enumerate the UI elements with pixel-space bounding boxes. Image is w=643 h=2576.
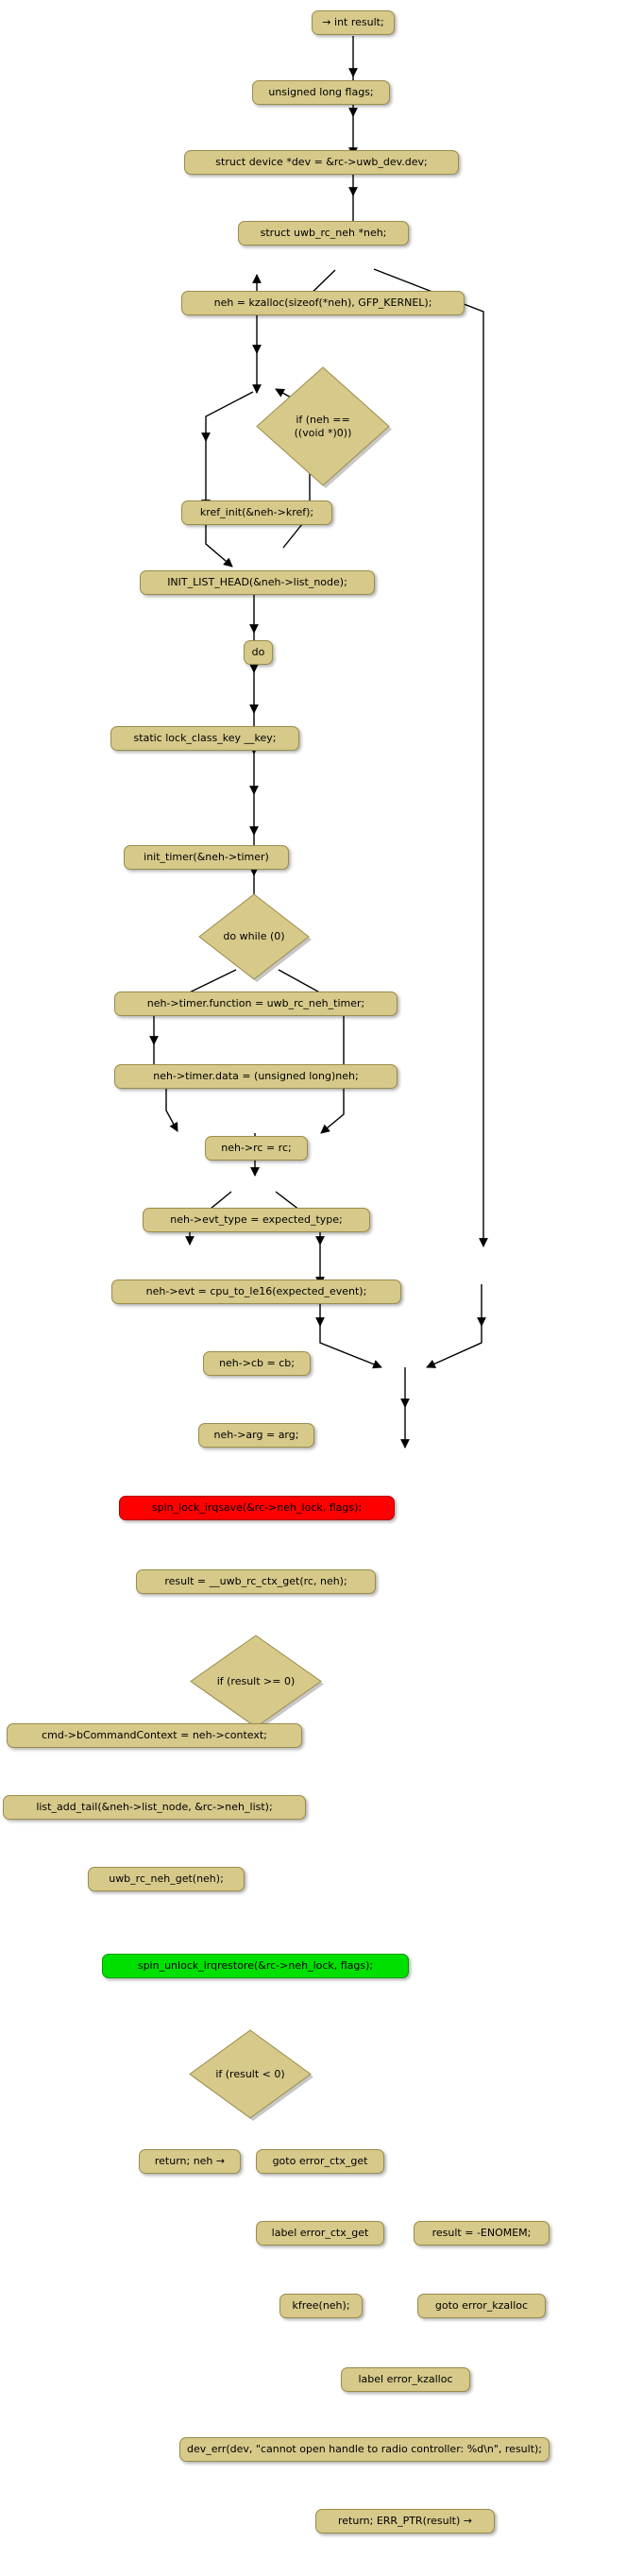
node-label: struct device *dev = &rc->uwb_dev.dev; (215, 155, 428, 168)
diamond-shape (190, 1635, 324, 1730)
node-label: INIT_LIST_HEAD(&neh->list_node); (167, 575, 347, 588)
node-label: neh->timer.function = uwb_rc_neh_timer; (146, 996, 365, 1009)
node-label: do while (0) (223, 930, 285, 943)
flowchart-node-n-tfunc[interactable]: neh->timer.function = uwb_rc_neh_timer; (114, 991, 398, 1016)
node-label: spin_lock_irqsave(&rc->neh_lock, flags); (151, 1500, 363, 1514)
flowchart-node-n-gotokz[interactable]: goto error_kzalloc (417, 2294, 546, 2318)
flowchart-node-n-inittimer[interactable]: init_timer(&neh->timer) (124, 845, 289, 870)
flowchart-node-n-kref[interactable]: kref_init(&neh->kref); (181, 500, 332, 525)
diamond-shape (198, 893, 312, 982)
flowchart-node-n-start[interactable]: → int result; (312, 10, 395, 35)
node-label: static lock_class_key __key; (133, 731, 277, 744)
flowchart-node-n-nehget[interactable]: uwb_rc_neh_get(neh); (88, 1867, 245, 1891)
flowchart-node-n-spinunlock[interactable]: spin_unlock_irqrestore(&rc->neh_lock, fl… (102, 1954, 409, 1978)
flowchart-node-n-kzalloc[interactable]: neh = kzalloc(sizeof(*neh), GFP_KERNEL); (181, 291, 465, 315)
flowchart-node-n-flags[interactable]: unsigned long flags; (252, 80, 390, 105)
diamond-shape (256, 366, 392, 488)
node-label: struct uwb_rc_neh *neh; (260, 226, 387, 239)
flowchart-node-n-rc[interactable]: neh->rc = rc; (205, 1136, 308, 1161)
node-label: neh->rc = rc; (221, 1141, 292, 1154)
node-label: neh->evt = cpu_to_le16(expected_event); (145, 1284, 367, 1297)
node-label: → int result; (322, 15, 384, 28)
node-label: cmd->bCommandContext = neh->context; (42, 1728, 267, 1741)
flowchart-node-n-dev[interactable]: struct device *dev = &rc->uwb_dev.dev; (184, 150, 459, 175)
edge-ifresultge-false-to-spinunlock (278, 969, 345, 1134)
node-label: neh = kzalloc(sizeof(*neh), GFP_KERNEL); (213, 296, 432, 309)
node-label: goto error_kzalloc (434, 2298, 529, 2312)
edge-gotokzalloc-to-labelkzalloc (426, 1325, 482, 1368)
node-label: do (251, 645, 265, 658)
node-label: uwb_rc_neh_get(neh); (109, 1872, 224, 1885)
flowchart-node-n-enomem[interactable]: result = -ENOMEM; (414, 2221, 550, 2246)
flowchart-node-d-dowhile[interactable]: do while (0) (195, 891, 313, 982)
flowchart-node-n-labelctx[interactable]: label error_ctx_get (256, 2221, 384, 2246)
flowchart-node-n-ctxget[interactable]: result = __uwb_rc_ctx_get(rc, neh); (136, 1569, 376, 1594)
node-label: label error_kzalloc (358, 2372, 453, 2385)
node-label: label error_ctx_get (271, 2226, 369, 2239)
node-label: unsigned long flags; (268, 85, 374, 98)
flowchart-node-n-arg[interactable]: neh->arg = arg; (198, 1423, 314, 1448)
flowchart-node-n-cmdctx[interactable]: cmd->bCommandContext = neh->context; (7, 1723, 302, 1748)
flowchart-node-n-do[interactable]: do (244, 640, 273, 665)
flowchart-node-n-kfree[interactable]: kfree(neh); (279, 2294, 363, 2318)
node-label: init_timer(&neh->timer) (144, 850, 269, 863)
flowchart-node-d-null[interactable]: if (neh ==((void *)0)) (253, 364, 393, 488)
flowchart-node-n-lockkey[interactable]: static lock_class_key __key; (110, 726, 299, 751)
node-label: neh->evt_type = expected_type; (170, 1212, 343, 1226)
flowchart-node-n-neh[interactable]: struct uwb_rc_neh *neh; (238, 221, 409, 246)
flowchart-node-n-retneh[interactable]: return; neh → (139, 2149, 241, 2174)
node-label: if (neh ==((void *)0)) (294, 413, 352, 439)
node-label: goto error_ctx_get (272, 2154, 368, 2167)
node-label: list_add_tail(&neh->list_node, &rc->neh_… (36, 1800, 273, 1813)
node-label: return; ERR_PTR(result) → (338, 2514, 472, 2527)
node-label: if (result < 0) (215, 2067, 285, 2080)
edge-do-to-lockkey (201, 391, 254, 442)
flowchart-node-n-labelkz[interactable]: label error_kzalloc (341, 2367, 470, 2392)
node-label: result = -ENOMEM; (431, 2226, 532, 2239)
node-label: kref_init(&neh->kref); (199, 505, 314, 518)
flowchart-node-d-resultge[interactable]: if (result >= 0) (187, 1633, 325, 1730)
flowchart-node-n-listadd[interactable]: list_add_tail(&neh->list_node, &rc->neh_… (3, 1795, 306, 1820)
flowchart-node-n-initlist[interactable]: INIT_LIST_HEAD(&neh->list_node); (140, 570, 375, 595)
edge-kfree-to-labelkzalloc (319, 1325, 382, 1369)
flowchart-node-n-retptr[interactable]: return; ERR_PTR(result) → (315, 2509, 495, 2534)
flowchart-node-n-gotoctx[interactable]: goto error_ctx_get (256, 2149, 384, 2174)
node-label: result = __uwb_rc_ctx_get(rc, neh); (164, 1574, 347, 1587)
node-label: return; neh → (154, 2154, 226, 2167)
flowchart-node-n-deverr[interactable]: dev_err(dev, "cannot open handle to radi… (179, 2437, 550, 2462)
flowchart-node-n-spinlock[interactable]: spin_lock_irqsave(&rc->neh_lock, flags); (119, 1496, 395, 1520)
node-label: neh->timer.data = (unsigned long)neh; (153, 1069, 359, 1082)
edge-nehget-to-spinunlock (165, 1084, 178, 1132)
flowchart-node-n-evt[interactable]: neh->evt = cpu_to_le16(expected_event); (111, 1280, 401, 1304)
flowchart-node-n-evttype[interactable]: neh->evt_type = expected_type; (143, 1208, 370, 1232)
node-label: neh->cb = cb; (219, 1356, 295, 1369)
node-label: neh->arg = arg; (213, 1428, 299, 1441)
flowchart-node-n-cb[interactable]: neh->cb = cb; (203, 1351, 311, 1376)
node-label: spin_unlock_irqrestore(&rc->neh_lock, fl… (137, 1958, 374, 1972)
node-label: kfree(neh); (292, 2298, 350, 2312)
flowchart-node-n-tdata[interactable]: neh->timer.data = (unsigned long)neh; (114, 1064, 398, 1089)
node-label: dev_err(dev, "cannot open handle to radi… (186, 2442, 543, 2455)
flowchart-node-d-resultlt[interactable]: if (result < 0) (186, 2027, 314, 2121)
diamond-shape (189, 2029, 313, 2121)
node-label: if (result >= 0) (216, 1674, 296, 1687)
edge-ifnull-true-to-enomem (373, 268, 488, 1247)
